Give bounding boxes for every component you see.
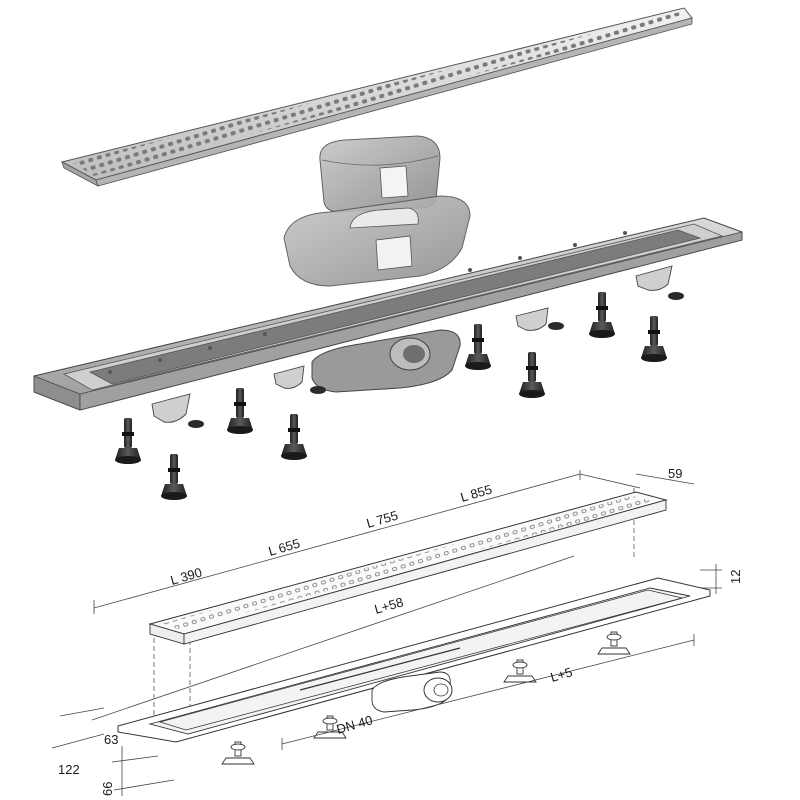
bottom-dimension-lines xyxy=(51,555,695,796)
label-d122: 122 xyxy=(58,762,80,777)
label-l755: L 755 xyxy=(365,508,400,531)
adjustable-legs xyxy=(115,292,684,500)
grating-cover xyxy=(60,7,693,187)
siphon-cap xyxy=(319,135,441,213)
drain-channel xyxy=(33,217,743,423)
grating-outline xyxy=(148,491,668,645)
label-w59: 59 xyxy=(668,466,682,481)
label-d63: 63 xyxy=(104,732,118,747)
label-l855: L 855 xyxy=(459,482,494,505)
channel-outline xyxy=(117,577,711,765)
siphon-bowl xyxy=(283,195,471,287)
label-dn40: DN 40 xyxy=(335,712,375,737)
label-l390: L 390 xyxy=(169,565,204,588)
label-h12: 12 xyxy=(728,570,743,584)
label-d66: 66 xyxy=(100,782,115,796)
label-l5: L+5 xyxy=(549,664,574,685)
label-l58: L+58 xyxy=(373,594,405,616)
